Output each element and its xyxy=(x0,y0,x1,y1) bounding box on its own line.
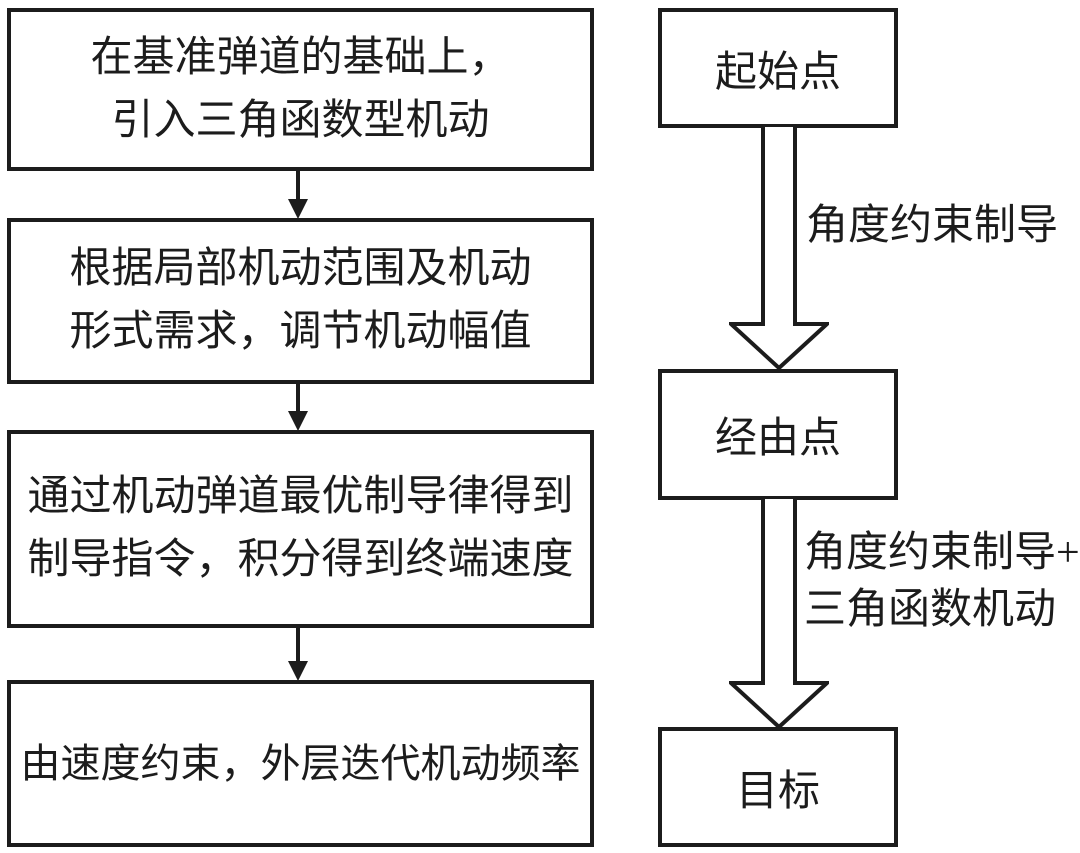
process-box-2-line-2: 形式需求，调节机动幅值 xyxy=(69,309,532,355)
node-start: 起始点 xyxy=(658,8,898,128)
process-box-4: 由速度约束，外层迭代机动频率 xyxy=(7,680,594,847)
edge-label-2-line-1: 角度约束制导+ xyxy=(804,530,1080,576)
node-target: 目标 xyxy=(658,727,898,847)
down-arrow-icon-3 xyxy=(288,627,308,681)
node-target-label: 目标 xyxy=(735,768,820,815)
down-arrow-icon-2 xyxy=(288,382,308,431)
process-box-1-line-1: 在基准弹道的基础上， xyxy=(90,34,511,81)
process-box-2-line-1: 根据局部机动范围及机动 xyxy=(69,246,532,292)
process-box-2-text: 根据局部机动范围及机动 形式需求，调节机动幅值 xyxy=(69,238,531,364)
process-box-3: 通过机动弹道最优制导律得到 制导指令，积分得到终端速度 xyxy=(7,430,594,628)
process-box-1-text: 在基准弹道的基础上， 引入三角函数型机动 xyxy=(90,27,510,153)
process-box-1: 在基准弹道的基础上， 引入三角函数型机动 xyxy=(7,8,594,171)
edge-label-1: 角度约束制导 xyxy=(806,191,1058,252)
node-via-label: 经由点 xyxy=(714,416,841,462)
process-box-2: 根据局部机动范围及机动 形式需求，调节机动幅值 xyxy=(7,218,594,384)
node-start-label: 起始点 xyxy=(714,49,841,96)
edge-label-2-line-2: 三角函数机动 xyxy=(804,587,1057,633)
process-box-4-line-1: 由速度约束，外层迭代机动频率 xyxy=(20,741,581,786)
process-box-3-text: 通过机动弹道最优制导律得到 制导指令，积分得到终端速度 xyxy=(27,466,573,592)
block-arrow-icon-2 xyxy=(729,499,829,729)
process-box-3-line-1: 通过机动弹道最优制导律得到 xyxy=(27,474,574,520)
edge-label-1-line-1: 角度约束制导 xyxy=(806,203,1059,249)
block-arrow-icon-1 xyxy=(729,127,829,370)
process-box-1-line-2: 引入三角函数型机动 xyxy=(111,97,490,144)
node-via: 经由点 xyxy=(658,369,898,500)
edge-label-2: 角度约束制导+ 三角函数机动 xyxy=(804,525,1080,639)
down-arrow-icon-1 xyxy=(288,169,308,219)
process-box-3-line-2: 制导指令，积分得到终端速度 xyxy=(27,537,574,583)
